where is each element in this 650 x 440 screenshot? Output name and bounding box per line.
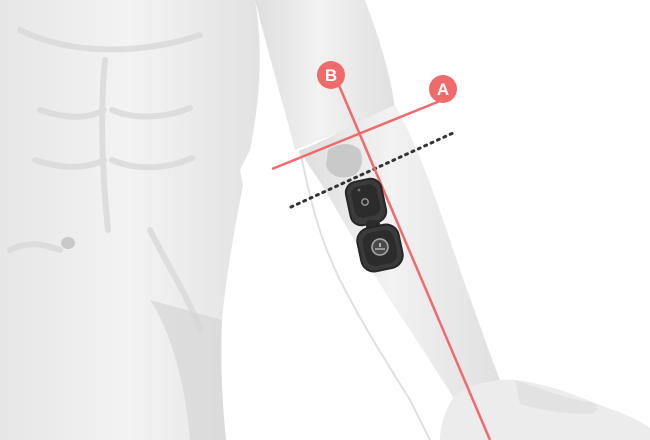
arm-inner-edge xyxy=(299,149,431,440)
marker-a-badge xyxy=(429,75,457,103)
stimulation-device xyxy=(344,177,404,273)
device-power-button-icon[interactable] xyxy=(361,198,369,206)
hip-shadow xyxy=(150,300,226,440)
marker-b-badge xyxy=(317,61,345,89)
marker-a-label: A xyxy=(437,80,449,99)
arm-torso-gap xyxy=(240,150,380,440)
elbow-crease xyxy=(326,144,362,178)
dotted-reference-line xyxy=(289,131,455,209)
navel xyxy=(61,237,75,249)
marker-a: A xyxy=(429,75,457,103)
device-indicator-dot xyxy=(357,188,361,192)
device-upper-pod-face xyxy=(351,184,381,218)
line-b xyxy=(333,75,492,440)
marker-b-label: B xyxy=(325,66,337,85)
thumb xyxy=(515,380,598,414)
marker-b: B xyxy=(317,61,345,89)
line-a xyxy=(271,99,441,171)
